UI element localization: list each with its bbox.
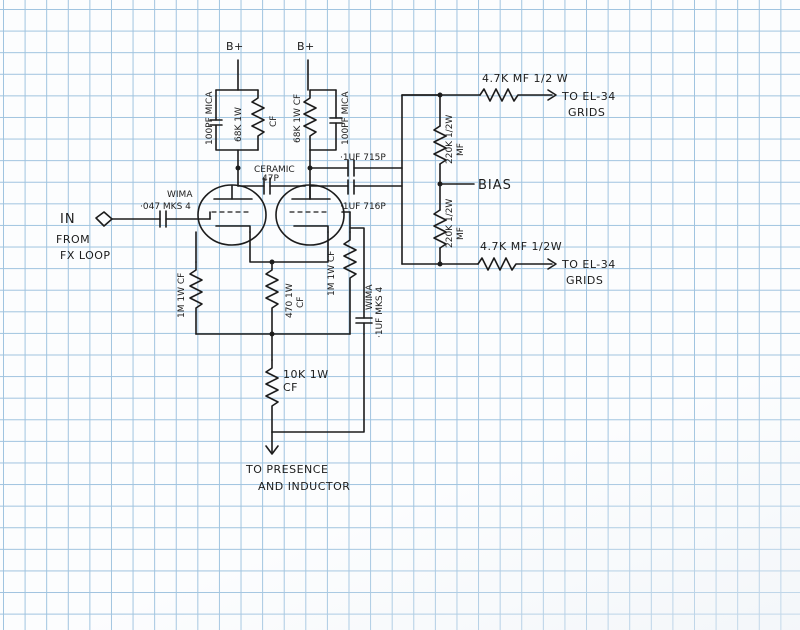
grids-bottom-label: GRIDS [566, 274, 603, 287]
to-el34-top-label: TO EL-34 [561, 90, 616, 103]
ceramic-value-label: 47P [262, 174, 279, 184]
res-4k7-top-label: 4.7K MF 1/2 W [482, 72, 568, 85]
wima-bottom-value: ·1UF MKS 4 [375, 287, 385, 338]
tail-junction [269, 331, 275, 337]
cap-1uf-716p-label: ·1UF 716P [340, 202, 386, 212]
wima-bottom-label: WIMA [365, 284, 375, 310]
cap-100pf-right-label: 100PF MICA [341, 91, 351, 145]
cap-100pf-left-label: 100PF MICA [205, 91, 215, 145]
res-68k-right-label: 68K 1W CF [293, 94, 303, 143]
res-470-label: 470 1W [285, 283, 295, 318]
res-220k-bottom-mf-label: MF [456, 227, 466, 240]
res-1m-left-label: 1M 1W CF [177, 273, 187, 318]
res-68k-left-cf-label: CF [269, 116, 279, 127]
bias-label: BIAS [478, 178, 512, 193]
bias-bottom-junction [437, 261, 443, 267]
to-presence-label: TO PRESENCE [245, 463, 328, 476]
cap-1uf-715p-label: ·1UF 715P [340, 153, 386, 163]
input-label: IN [60, 212, 76, 227]
res-470-cf-label: CF [296, 297, 306, 308]
and-inductor-label: AND INDUCTOR [258, 480, 350, 493]
bplus-left-label: B+ [226, 40, 244, 53]
res-10k-cf-label: CF [283, 381, 298, 394]
res-4k7-bottom-label: 4.7K MF 1/2W [480, 240, 562, 253]
fx-loop-label: FX LOOP [60, 249, 111, 262]
grids-top-label: GRIDS [568, 106, 605, 119]
right-plate-junction [307, 165, 313, 171]
to-el34-bottom-label: TO EL-34 [561, 258, 616, 271]
bias-junction [437, 181, 443, 187]
cathode-tail-network [189, 211, 373, 455]
bias-top-junction [437, 92, 443, 98]
res-68k-left-label: 68K 1W [234, 107, 244, 142]
from-label: FROM [56, 233, 90, 246]
ceramic-label: CERAMIC [254, 165, 295, 175]
triode-tube-right [275, 184, 351, 246]
right-plate-network [303, 59, 403, 200]
res-10k-label: 10K 1W [283, 368, 329, 381]
bplus-right-label: B+ [297, 40, 315, 53]
cathode-junction [269, 259, 275, 265]
left-plate-junction [235, 165, 241, 171]
wima-top-value: ·047 MKS 4 [140, 202, 191, 212]
input-wiring [95, 210, 211, 228]
triode-tube-left [197, 184, 267, 246]
wima-top-label: WIMA [167, 190, 193, 200]
res-220k-top-label: 220K 1/2W [445, 115, 455, 164]
res-220k-top-mf-label: MF [456, 143, 466, 156]
res-1m-right-label: 1M 1W CF [327, 251, 337, 296]
res-220k-bottom-label: 220K 1/2W [445, 199, 455, 248]
